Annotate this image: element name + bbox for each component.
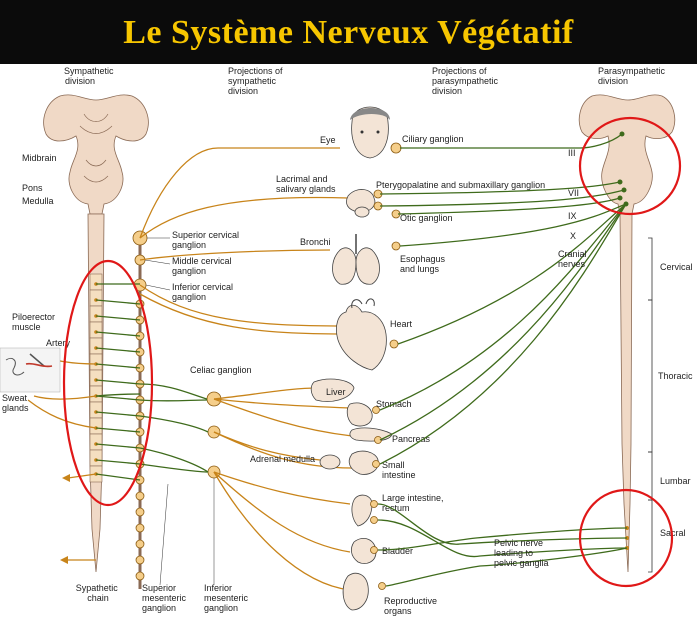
lung-ganglion <box>391 241 401 251</box>
arrow-left-2 <box>60 556 68 564</box>
colon-ganglion <box>370 500 378 508</box>
lungs-illustration <box>332 234 380 285</box>
bladder-illustration <box>350 538 377 564</box>
label-otic-ganglion: Otic ganglion <box>400 213 453 223</box>
label-bladder: Bladder <box>382 546 413 556</box>
title-bar: Le Système Nerveux Végétatif <box>0 0 697 64</box>
highlight-sacral-parasympathetic <box>578 488 674 588</box>
intestine-ganglion <box>372 460 380 468</box>
skin-inset <box>0 347 61 393</box>
label-cranial-x: X <box>570 231 576 241</box>
splanchnic-nerves <box>95 383 209 473</box>
header-projections-parasympathetic: Projections of parasympathetic division <box>432 66 501 96</box>
label-thoracic: Thoracic <box>658 371 693 381</box>
label-celiac-ganglion: Celiac ganglion <box>190 365 252 375</box>
label-midbrain: Midbrain <box>22 153 57 163</box>
header-projections-sympathetic: Projections of sympathetic division <box>228 66 285 96</box>
label-cranial-ix: IX <box>568 211 577 221</box>
label-inferior-mesenteric-ganglion: Inferior mesenteric ganglion <box>204 583 251 613</box>
parasympathetic-projections <box>377 133 628 587</box>
arrow-left-1 <box>62 474 70 482</box>
pancreas-illustration <box>349 427 393 442</box>
label-superior-cervical-ganglion: Superior cervical ganglion <box>172 230 242 250</box>
label-superior-mesenteric-ganglion: Superior mesenteric ganglion <box>142 583 189 613</box>
label-cranial-nerves: Cranial nerves <box>558 249 589 269</box>
adrenal-illustration <box>319 454 341 470</box>
region-brackets <box>648 237 653 573</box>
bladder-ganglion <box>370 546 378 554</box>
spinal-nuclei <box>94 282 98 476</box>
label-lacrimal-salivary: Lacrimal and salivary glands <box>276 174 336 194</box>
ciliary-ganglion <box>390 142 402 154</box>
stomach-ganglion <box>372 406 380 414</box>
reproductive-illustration <box>342 572 369 611</box>
label-piloerector: Piloerector muscle <box>12 312 58 332</box>
small-intestine-illustration <box>348 450 379 475</box>
label-lumbar: Lumbar <box>660 476 691 486</box>
highlight-sympathetic-chain <box>62 259 154 507</box>
label-heart: Heart <box>390 319 413 329</box>
head-illustration <box>350 106 390 159</box>
reproductive-ganglion <box>378 582 386 590</box>
label-cranial-iii: III <box>568 148 576 158</box>
label-middle-cervical-ganglion: Middle cervical ganglion <box>172 256 234 276</box>
label-pons: Pons <box>22 183 43 193</box>
large-intestine-illustration <box>351 494 373 527</box>
label-adrenal-medulla: Adrenal medulla <box>250 454 315 464</box>
label-liver: Liver <box>326 387 346 397</box>
header-parasympathetic-division: Parasympathetic division <box>598 66 668 86</box>
liver-illustration <box>310 378 355 402</box>
highlight-cranial-parasympathetic <box>578 116 682 216</box>
right-brainstem <box>578 94 676 573</box>
label-inferior-cervical-ganglion: Inferior cervical ganglion <box>172 282 236 302</box>
label-ciliary-ganglion: Ciliary ganglion <box>402 134 464 144</box>
label-sympathetic-chain: Sypathetic chain <box>76 583 121 603</box>
label-sweat-glands: Sweat glands <box>2 393 30 413</box>
page-title: Le Système Nerveux Végétatif <box>123 14 574 51</box>
nervous-system-diagram: Sympathetic division Projections of symp… <box>0 66 693 616</box>
label-medulla: Medulla <box>22 196 54 206</box>
label-artery: Artery <box>46 338 71 348</box>
heart-illustration <box>336 298 387 371</box>
rectum-ganglion <box>370 516 378 524</box>
label-large-intestine: Large intestine, rectum <box>382 493 446 513</box>
label-pterygopalatine: Pterygopalatine and submaxillary ganglio… <box>376 180 545 190</box>
label-pancreas: Pancreas <box>392 434 431 444</box>
stomach-illustration <box>346 402 373 427</box>
label-bronchi: Bronchi <box>300 237 331 247</box>
label-small-intestine: Small intestine <box>382 460 416 480</box>
label-cranial-vii: VII <box>568 188 579 198</box>
label-pelvic-nerve: Pelvic nerve leading to pelvic ganglia <box>494 538 549 568</box>
label-esophagus-lungs: Esophagus and lungs <box>400 254 448 274</box>
salivary-glands <box>346 189 376 218</box>
cardiac-ganglion <box>389 339 399 349</box>
label-reproductive-organs: Reproductive organs <box>384 596 440 616</box>
label-eye: Eye <box>320 135 336 145</box>
spinal-segments <box>89 273 103 483</box>
header-sympathetic-division: Sympathetic division <box>64 66 116 86</box>
label-cervical: Cervical <box>660 262 693 272</box>
